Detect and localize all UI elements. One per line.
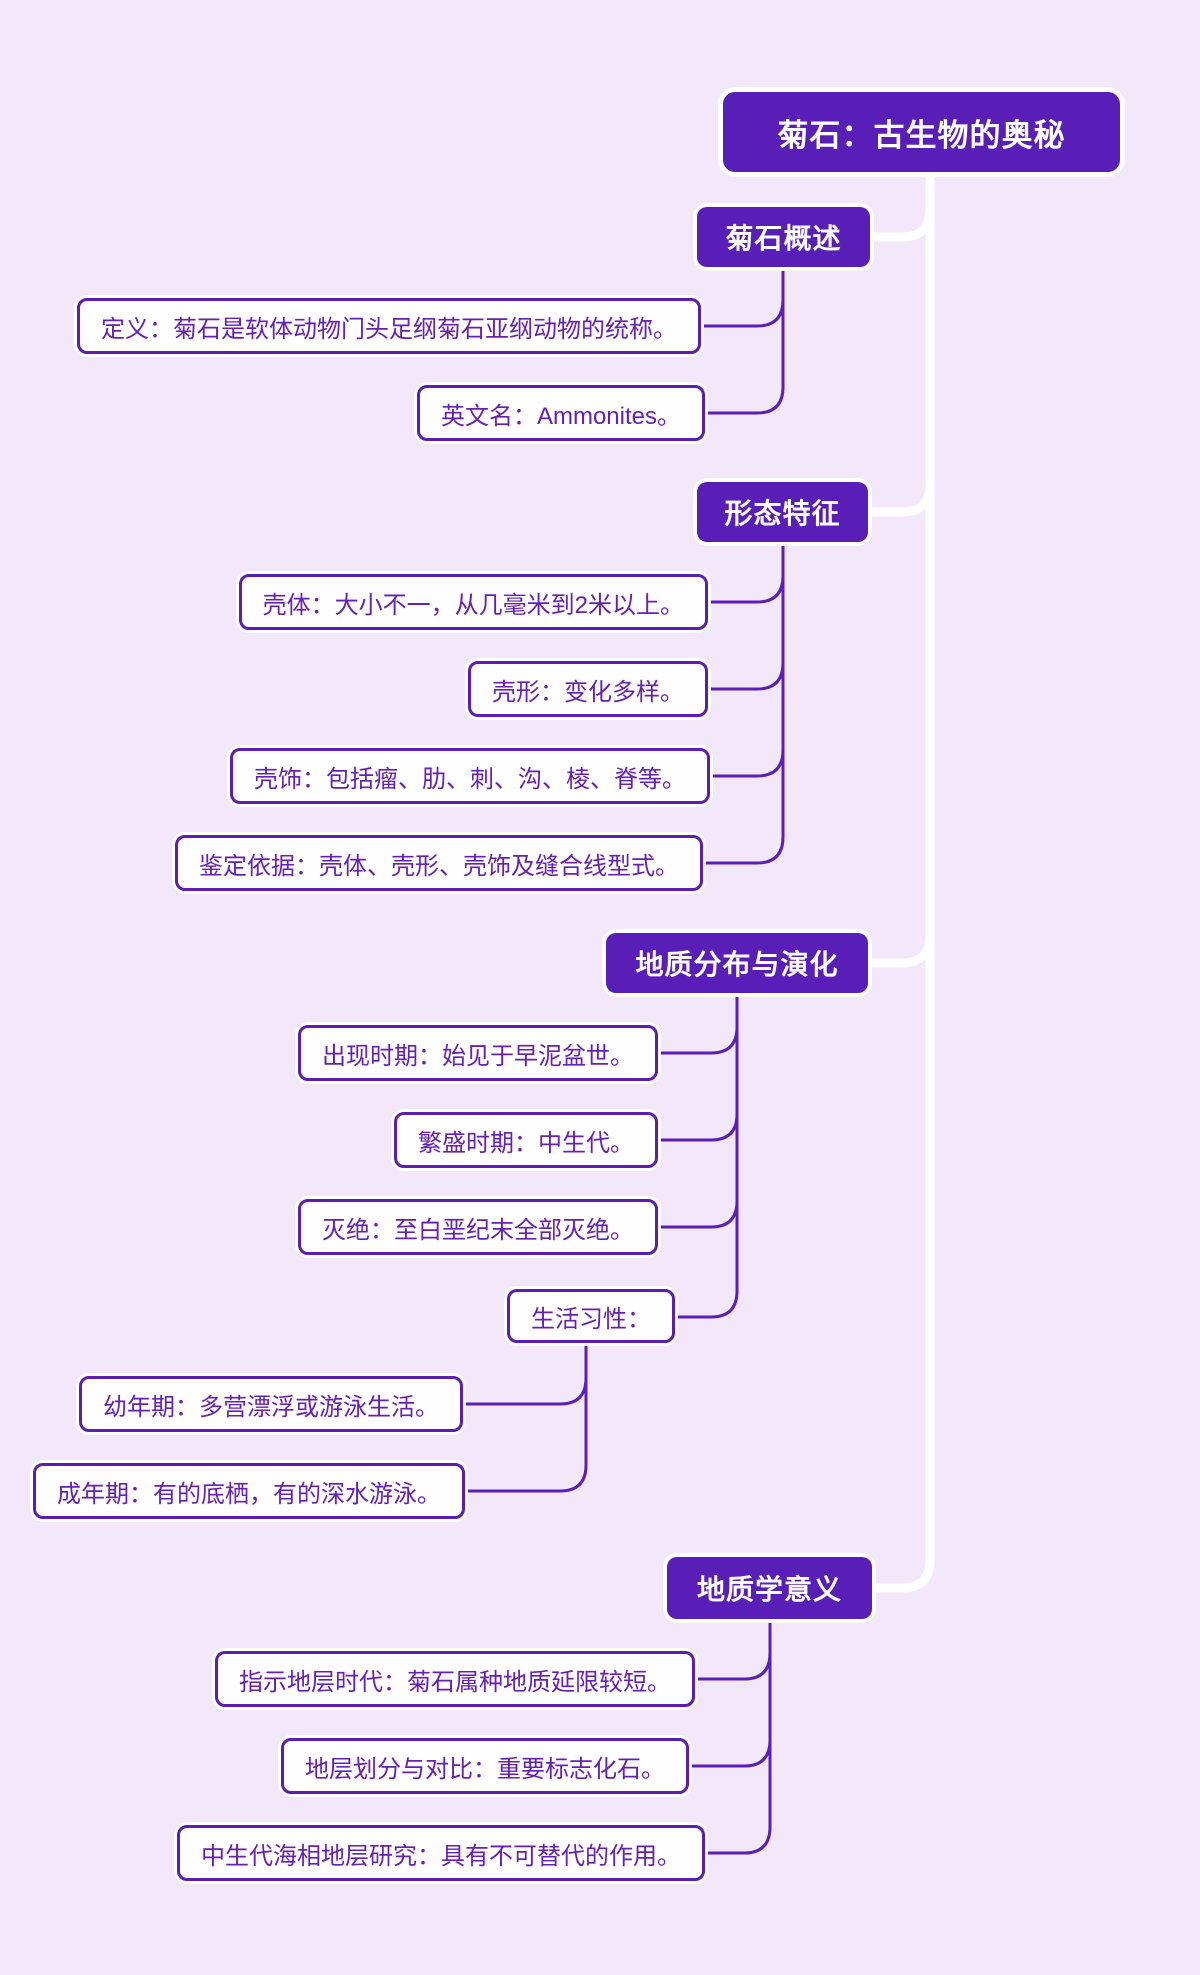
- leaf-node-first-appearance[interactable]: 出现时期：始见于早泥盆世。: [298, 1025, 658, 1081]
- leaf-node-living-habits[interactable]: 生活习性：: [507, 1289, 675, 1343]
- root-node-title[interactable]: 菊石：古生物的奥秘: [723, 92, 1120, 172]
- leaf-node-shell-shape[interactable]: 壳形：变化多样。: [468, 661, 708, 717]
- leaf-node-identification-basis[interactable]: 鉴定依据：壳体、壳形、壳饰及缝合线型式。: [175, 835, 703, 891]
- leaf-node-shell-ornament[interactable]: 壳饰：包括瘤、肋、刺、沟、棱、脊等。: [230, 748, 710, 804]
- leaf-node-flourishing-period[interactable]: 繁盛时期：中生代。: [394, 1112, 658, 1168]
- leaf-node-mesozoic-marine-strata[interactable]: 中生代海相地层研究：具有不可替代的作用。: [177, 1825, 705, 1881]
- branch-node-distribution-evolution[interactable]: 地质分布与演化: [606, 933, 868, 993]
- leaf-node-strata-age-indicator[interactable]: 指示地层时代：菊石属种地质延限较短。: [215, 1651, 695, 1707]
- leaf-node-strata-correlation[interactable]: 地层划分与对比：重要标志化石。: [281, 1738, 689, 1794]
- leaf-node-extinction[interactable]: 灭绝：至白垩纪末全部灭绝。: [298, 1199, 658, 1255]
- branch-node-geological-significance[interactable]: 地质学意义: [667, 1557, 872, 1619]
- leaf-node-definition[interactable]: 定义：菊石是软体动物门头足纲菊石亚纲动物的统称。: [77, 298, 701, 354]
- leaf-node-adult-stage[interactable]: 成年期：有的底栖，有的深水游泳。: [33, 1463, 465, 1519]
- leaf-node-juvenile-stage[interactable]: 幼年期：多营漂浮或游泳生活。: [79, 1376, 463, 1432]
- root-connectors: [864, 166, 935, 1593]
- branch-connectors: [460, 265, 785, 1855]
- branch-node-morphology[interactable]: 形态特征: [697, 482, 868, 542]
- branch-node-overview[interactable]: 菊石概述: [697, 207, 870, 267]
- leaf-node-shell-body[interactable]: 壳体：大小不一，从几毫米到2米以上。: [238, 574, 708, 630]
- leaf-node-english-name[interactable]: 英文名：Ammonites。: [416, 385, 705, 441]
